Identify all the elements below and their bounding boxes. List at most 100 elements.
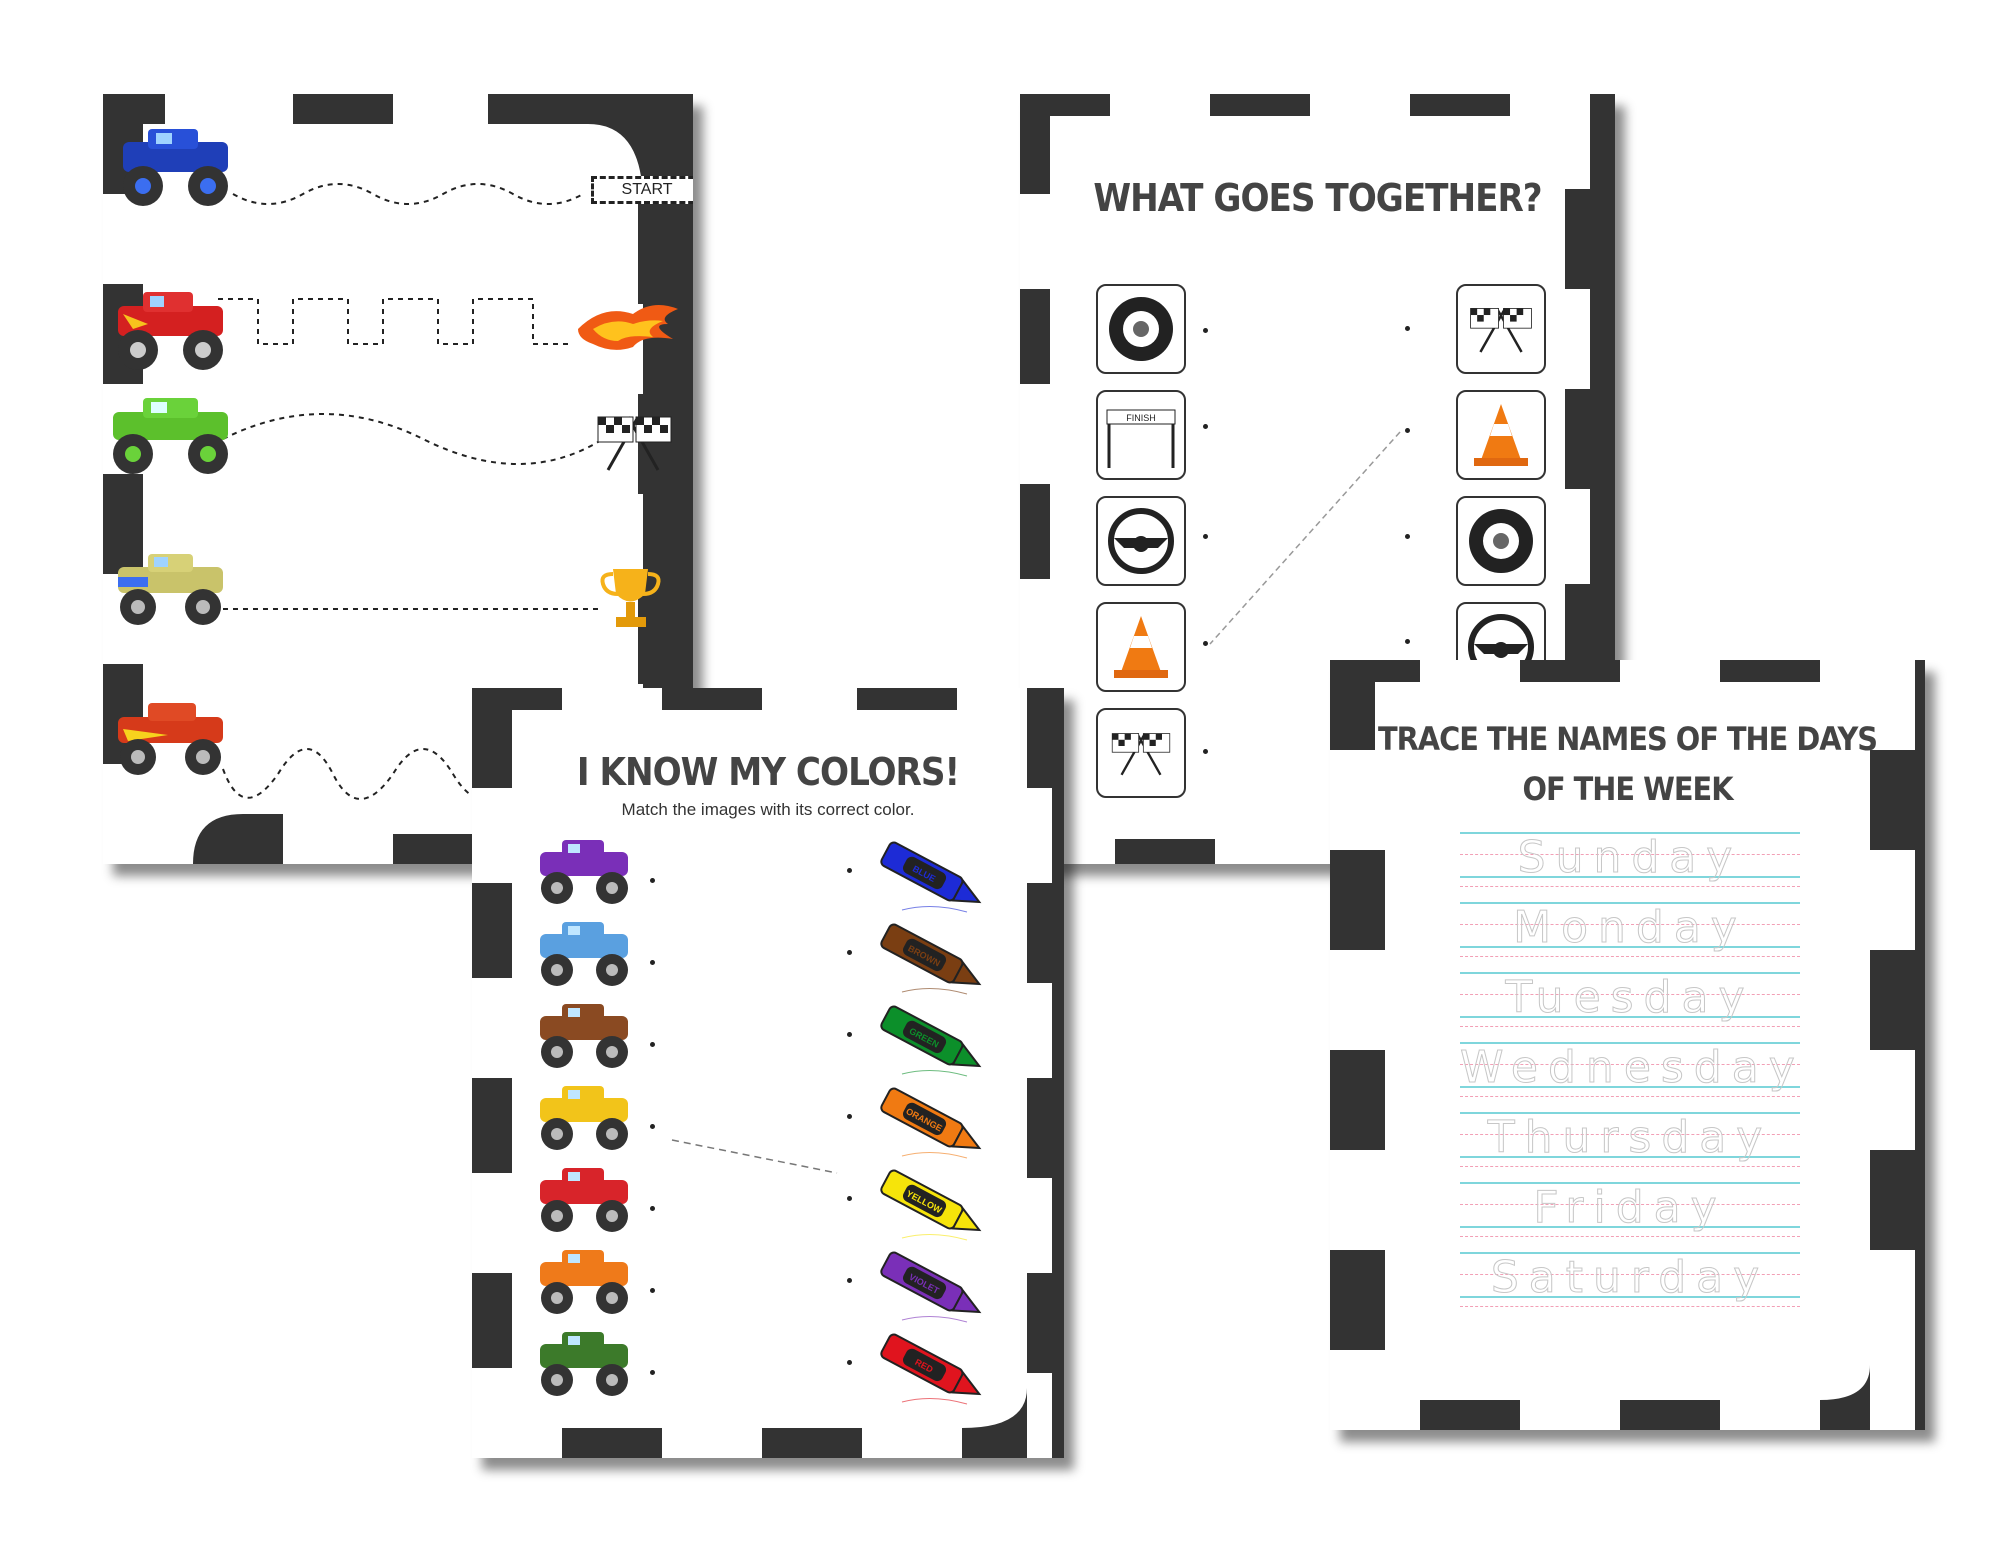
right-card-traffic-cone (1456, 390, 1546, 480)
left-card-finish-line: FINISH (1096, 390, 1186, 480)
traceable-day-name: Monday (1513, 902, 1747, 954)
flame-icon (578, 305, 678, 350)
day-row[interactable]: Sunday (1460, 830, 1800, 890)
finish-line-icon: FINISH (1106, 409, 1176, 468)
truck-dot[interactable] (650, 960, 655, 965)
day-row[interactable]: Thursday (1460, 1110, 1800, 1170)
day-row[interactable]: Tuesday (1460, 970, 1800, 1030)
page-title-line2: OF THE WEEK (1522, 770, 1734, 808)
days-worksheet: TRACE THE NAMES OF THE DAYS OF THE WEEK … (1330, 660, 1925, 1430)
truck-dot[interactable] (650, 1288, 655, 1293)
base-guide-line (1460, 946, 1800, 948)
green-monster-truck-icon (532, 1330, 642, 1400)
traffic-cone-icon (1114, 616, 1168, 678)
truck-dot[interactable] (650, 1370, 655, 1375)
brown-monster-truck-icon (532, 1002, 642, 1072)
left-dot[interactable] (1203, 534, 1208, 539)
yellow-monster-truck-icon (118, 554, 223, 625)
checkered-frame (1020, 94, 1615, 864)
trucks-column (532, 838, 642, 1418)
bottom-guide-line (1460, 1306, 1800, 1307)
mid-guide-line (1460, 994, 1800, 995)
right-dot[interactable] (1405, 534, 1410, 539)
crayons-column: BLUE BROWN GREEN ORANGE YELLOW (867, 838, 997, 1418)
base-guide-line (1460, 1086, 1800, 1088)
day-row[interactable]: Wednesday (1460, 1040, 1800, 1100)
right-dot[interactable] (1405, 326, 1410, 331)
crayon-dot[interactable] (847, 1196, 852, 1201)
checkered-flags-icon (1111, 732, 1171, 776)
svg-text:FINISH: FINISH (1126, 413, 1156, 423)
bottom-guide-line (1460, 956, 1800, 957)
start-tag: START (591, 176, 693, 204)
yellow-monster-truck-icon (532, 1084, 642, 1154)
tracing-lines: Sunday Monday Tuesday Wednesday Thursday… (1460, 830, 1800, 1310)
crayon-icon: YELLOW (880, 1169, 982, 1241)
mid-guide-line (1460, 1134, 1800, 1135)
page-title-line1: TRACE THE NAMES OF THE DAYS (1377, 720, 1878, 758)
top-guide-line (1460, 972, 1800, 974)
mid-guide-line (1460, 1204, 1800, 1205)
crayon-icon: VIOLET (880, 1251, 982, 1323)
right-card-checkered-flags (1456, 284, 1546, 374)
top-guide-line (1460, 1042, 1800, 1044)
day-row[interactable]: Friday (1460, 1180, 1800, 1240)
left-card-steering-wheel (1096, 496, 1186, 586)
truck-dot[interactable] (650, 1124, 655, 1129)
crayon-orange: ORANGE (867, 1084, 997, 1164)
right-card-tire (1456, 496, 1546, 586)
checkered-frame (472, 688, 1064, 1458)
tire-icon (1469, 509, 1533, 573)
green-monster-truck-icon (113, 398, 228, 474)
truck-dot[interactable] (650, 878, 655, 883)
crayon-green: GREEN (867, 1002, 997, 1082)
crayon-icon: RED (880, 1333, 982, 1405)
crayon-yellow: YELLOW (867, 1166, 997, 1246)
crayon-dot[interactable] (847, 1032, 852, 1037)
crayon-dot[interactable] (847, 868, 852, 873)
bottom-guide-line (1460, 1166, 1800, 1167)
left-dot[interactable] (1203, 641, 1208, 646)
left-dot[interactable] (1203, 749, 1208, 754)
truck-dot[interactable] (650, 1042, 655, 1047)
crayon-dot[interactable] (847, 1114, 852, 1119)
left-card-checkered-flags (1096, 708, 1186, 798)
crayon-dot[interactable] (847, 950, 852, 955)
top-guide-line (1460, 902, 1800, 904)
mid-guide-line (1460, 1274, 1800, 1275)
bottom-guide-line (1460, 1096, 1800, 1097)
right-dot[interactable] (1405, 428, 1410, 433)
colors-worksheet: I KNOW MY COLORS! Match the images with … (472, 688, 1064, 1458)
base-guide-line (1460, 1016, 1800, 1018)
tracing-worksheet: START (103, 94, 693, 864)
truck-dot[interactable] (650, 1206, 655, 1211)
tire-icon (1109, 297, 1173, 361)
crayon-violet: VIOLET (867, 1248, 997, 1328)
crayon-icon: ORANGE (880, 1087, 982, 1159)
checkered-flags-icon (1470, 307, 1532, 353)
left-dot[interactable] (1203, 328, 1208, 333)
top-guide-line (1460, 1252, 1800, 1254)
bottom-guide-line (1460, 886, 1800, 887)
base-guide-line (1460, 876, 1800, 878)
top-guide-line (1460, 832, 1800, 834)
base-guide-line (1460, 1156, 1800, 1158)
base-guide-line (1460, 1296, 1800, 1298)
crayon-dot[interactable] (847, 1360, 852, 1365)
top-guide-line (1460, 1112, 1800, 1114)
crayon-blue: BLUE (867, 838, 997, 918)
crayon-dot[interactable] (847, 1278, 852, 1283)
day-row[interactable]: Monday (1460, 900, 1800, 960)
red-monster-truck-icon (532, 1166, 642, 1236)
right-dot[interactable] (1405, 639, 1410, 644)
traceable-day-name: Thursday (1487, 1112, 1773, 1164)
crayon-brown: BROWN (867, 920, 997, 1000)
day-row[interactable]: Saturday (1460, 1250, 1800, 1310)
red-yellow-monster-truck-icon (118, 703, 223, 775)
left-dot[interactable] (1203, 424, 1208, 429)
mid-guide-line (1460, 1064, 1800, 1065)
checkered-flags-icon (597, 416, 672, 471)
instructions: Match the images with its correct color. (621, 800, 915, 819)
traceable-day-name: Friday (1533, 1182, 1727, 1234)
top-guide-line (1460, 1182, 1800, 1184)
